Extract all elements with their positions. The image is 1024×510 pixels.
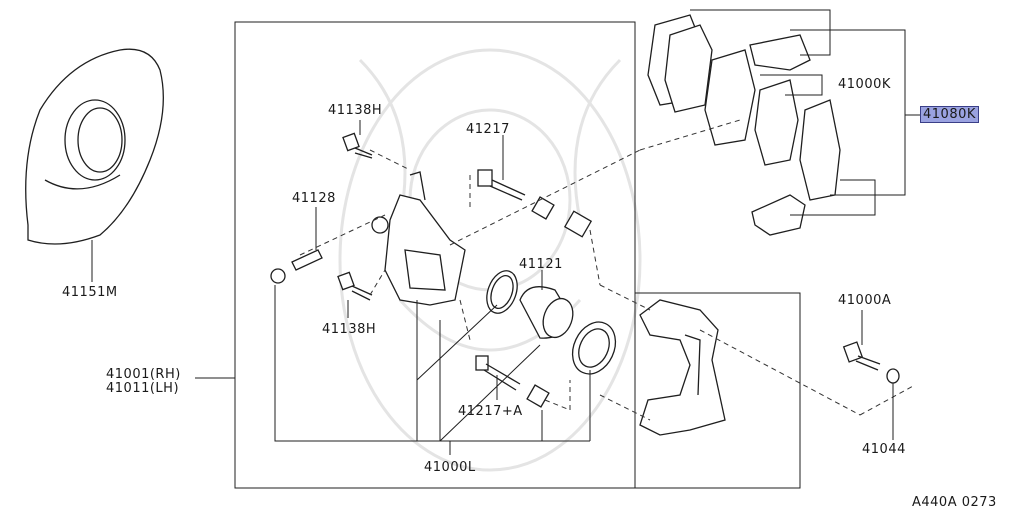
caliper-assembly-box (234, 21, 636, 489)
caliper-bracket (639, 299, 726, 436)
bolt-41138H-top (342, 120, 373, 159)
bleeder-41128 (291, 207, 323, 271)
label-41000A: 41000A (838, 293, 892, 308)
bushings (531, 196, 593, 238)
label-41217: 41217 (466, 122, 510, 137)
dust-shield (25, 48, 164, 282)
washer-41044 (886, 368, 900, 440)
label-41151M: 41151M (62, 285, 118, 300)
label-41011-LH: 41011(LH) (106, 381, 180, 396)
label-41000K: 41000K (838, 77, 891, 92)
bolt-41000A (842, 310, 881, 371)
label-41217A: 41217+A (458, 404, 523, 419)
label-41044: 41044 (862, 442, 906, 457)
label-41080K-highlighted[interactable]: 41080K (920, 106, 979, 123)
pin-41217 (477, 135, 526, 201)
label-41128: 41128 (292, 191, 336, 206)
caliper-box-extension (635, 292, 801, 489)
caliper-body (371, 171, 466, 306)
label-41138H-top: 41138H (328, 103, 383, 118)
assembly-lines (299, 119, 916, 421)
diagram-code: A440A 0273 (912, 495, 997, 510)
piston-group (486, 270, 617, 375)
label-41121: 41121 (519, 257, 563, 272)
leader-lines (195, 9, 920, 455)
pad-set (647, 14, 841, 236)
label-41138H-bottom: 41138H (322, 322, 377, 337)
cap (270, 268, 286, 284)
label-41001-RH: 41001(RH) (106, 367, 181, 382)
bolt-41138H-bottom (337, 271, 373, 318)
pin-41217A (475, 355, 550, 408)
label-41000L: 41000L (424, 460, 476, 475)
